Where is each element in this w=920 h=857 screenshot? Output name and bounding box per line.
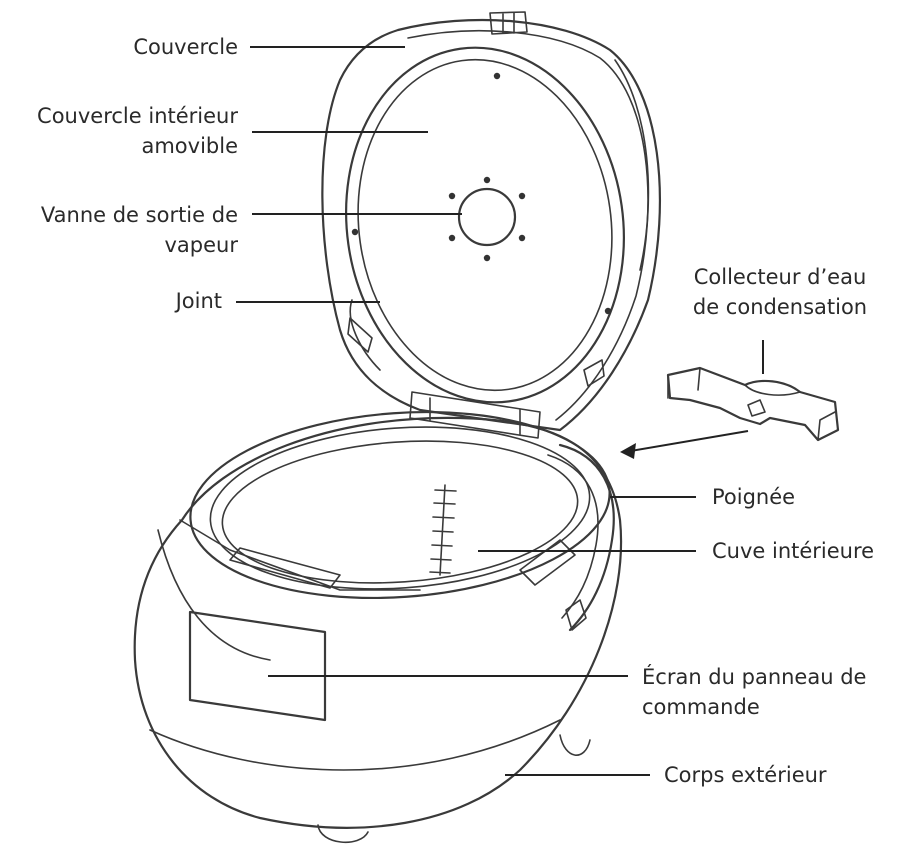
- collector-arrowhead: [620, 443, 636, 459]
- label-couvercle: Couvercle: [133, 32, 238, 62]
- label-collecteur-line1: Collecteur d’eau: [680, 262, 880, 292]
- measure-scale: [430, 485, 456, 575]
- condensation-collector: [668, 368, 838, 440]
- label-couvercle-interieur-line2: amovible: [37, 131, 238, 161]
- label-collecteur-line2: de condensation: [680, 292, 880, 322]
- label-vanne: Vanne de sortie de vapeur: [41, 200, 238, 260]
- label-collecteur: Collecteur d’eau de condensation: [680, 262, 880, 322]
- lid: [322, 12, 660, 430]
- label-poignee: Poignée: [712, 482, 795, 512]
- label-cuve: Cuve intérieure: [712, 536, 874, 566]
- label-corps: Corps extérieur: [664, 760, 827, 790]
- label-ecran: Écran du panneau de commande: [642, 662, 866, 722]
- label-ecran-line1: Écran du panneau de: [642, 662, 866, 692]
- steam-valve: [352, 73, 611, 314]
- label-vanne-line1: Vanne de sortie de: [41, 200, 238, 230]
- label-couvercle-interieur: Couvercle intérieur amovible: [37, 101, 238, 161]
- control-panel-screen: [190, 612, 325, 720]
- label-vanne-line2: vapeur: [41, 230, 238, 260]
- inner-lid: [324, 30, 647, 421]
- label-couvercle-interieur-line1: Couvercle intérieur: [37, 101, 238, 131]
- label-ecran-line2: commande: [642, 692, 866, 722]
- label-joint: Joint: [176, 286, 222, 316]
